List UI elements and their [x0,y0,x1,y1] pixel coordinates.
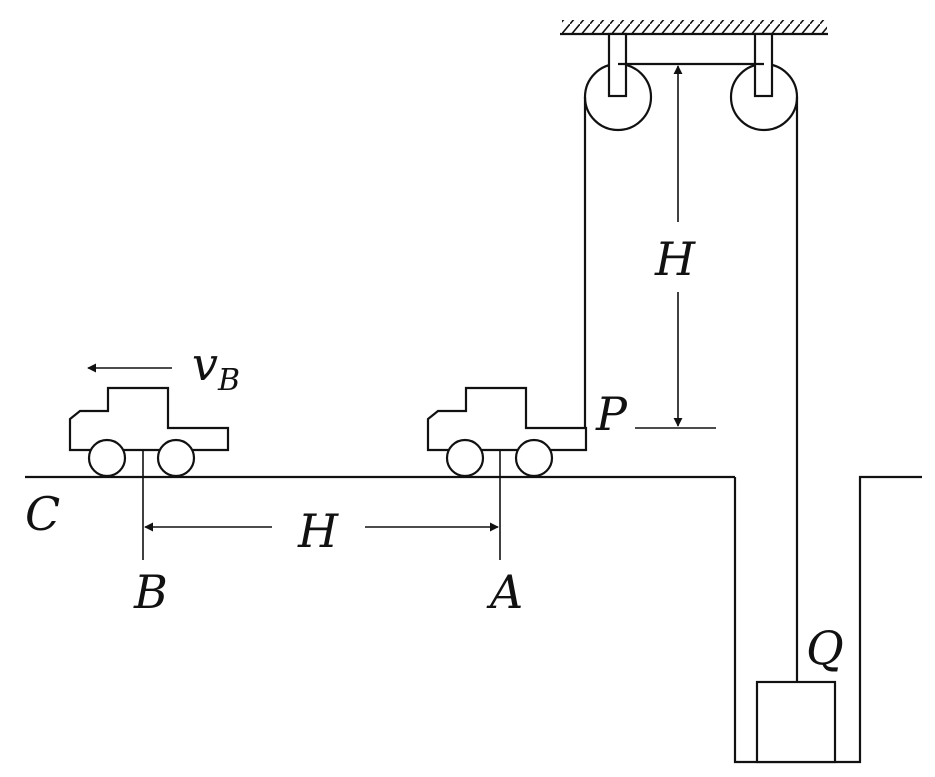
point-q-label: Q [806,621,844,675]
truck-at-b [68,386,230,478]
velocity-label: vB [192,337,240,398]
point-b-label: B [133,565,168,619]
truck-a-body [426,386,588,452]
right-pulley [729,32,799,132]
left-pulley [583,32,653,132]
truck-b-rear-wheel [87,438,127,478]
ceiling [560,20,828,36]
ceiling-hatching [562,20,827,34]
truck-a-front-wheel [514,438,554,478]
block-q [755,680,837,764]
point-p-label: P [595,387,628,441]
point-c-label: C [25,487,60,541]
truck-at-a [426,386,588,478]
truck-a-rear-wheel [445,438,485,478]
truck-b-body [68,386,230,452]
distance-label: H [297,504,339,558]
well-outline [733,475,922,764]
truck-b-front-wheel [156,438,196,478]
point-a-label: A [486,565,523,619]
height-label: H [654,232,696,286]
